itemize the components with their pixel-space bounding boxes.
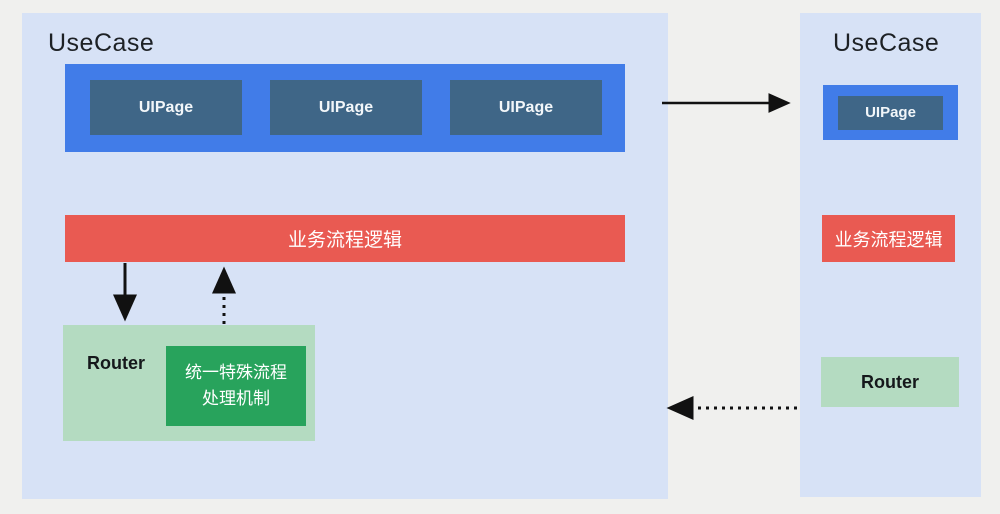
right-router-box: Router bbox=[821, 357, 959, 407]
right-usecase-title: UseCase bbox=[833, 29, 940, 57]
uipage-label: UIPage bbox=[318, 98, 374, 116]
uipage-box: UIPage bbox=[450, 80, 602, 135]
left-business-logic-bar: 业务流程逻辑 bbox=[65, 215, 625, 262]
left-usecase-panel: UseCase UIPage UIPage UIPage 业务流程逻辑 Rout… bbox=[22, 13, 668, 499]
special-flow-mechanism-box: 统一特殊流程 处理机制 bbox=[166, 346, 306, 426]
business-logic-label: 业务流程逻辑 bbox=[834, 229, 943, 250]
router-label: Router bbox=[861, 371, 919, 392]
special-flow-line1: 统一特殊流程 bbox=[185, 363, 287, 382]
uipage-box: UIPage bbox=[90, 80, 242, 135]
uipage-box: UIPage bbox=[838, 95, 943, 130]
uipage-label: UIPage bbox=[498, 98, 554, 116]
left-uipage-container: UIPage UIPage UIPage bbox=[65, 64, 625, 152]
right-uipage-container: UIPage bbox=[823, 85, 958, 140]
uipage-label: UIPage bbox=[138, 98, 194, 116]
uipage-box: UIPage bbox=[270, 80, 422, 135]
router-label: Router bbox=[87, 353, 145, 373]
left-router-box: Router 统一特殊流程 处理机制 bbox=[63, 325, 315, 441]
right-usecase-panel: UseCase UIPage 业务流程逻辑 Router bbox=[800, 13, 981, 497]
business-logic-label: 业务流程逻辑 bbox=[287, 230, 402, 251]
special-flow-line2: 处理机制 bbox=[202, 389, 270, 408]
left-usecase-title: UseCase bbox=[48, 29, 155, 57]
right-business-logic-bar: 业务流程逻辑 bbox=[822, 215, 955, 262]
uipage-label: UIPage bbox=[865, 104, 916, 121]
